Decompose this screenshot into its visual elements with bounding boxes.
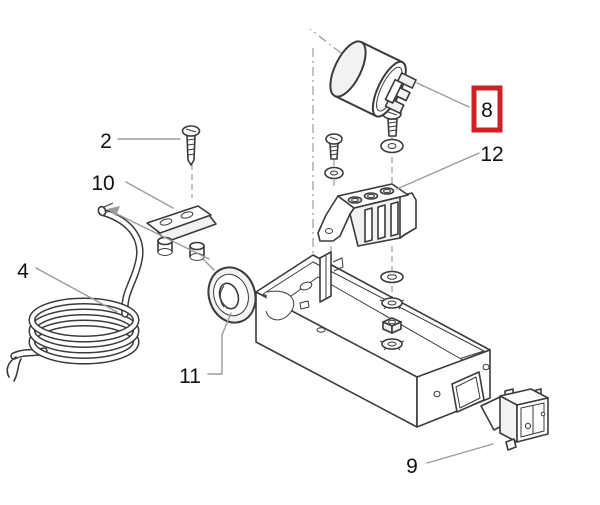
leader-lines — [35, 82, 494, 464]
fastener-stack — [379, 270, 405, 351]
callout-9[interactable]: 9 — [406, 455, 418, 478]
callout-8-highlighted[interactable]: 8 — [471, 85, 503, 133]
callout-10[interactable]: 10 — [91, 172, 114, 195]
callout-8[interactable]: 8 — [481, 99, 493, 122]
flat-washer — [380, 270, 404, 284]
callout-11[interactable]: 11 — [179, 365, 201, 388]
lock-washer — [379, 297, 405, 310]
highlight-box — [471, 85, 503, 133]
callout-12[interactable]: 12 — [480, 143, 503, 166]
screw — [181, 125, 201, 166]
callout-4[interactable]: 4 — [17, 260, 29, 283]
cable-end-arrow — [107, 206, 120, 216]
rocker-switch — [480, 388, 549, 451]
washer-left — [324, 166, 344, 180]
capacitor-terminals — [384, 72, 417, 115]
grommet — [207, 266, 257, 324]
switch-cutout — [451, 371, 485, 413]
chassis-box — [255, 251, 491, 428]
bracket-screw-left — [325, 133, 343, 160]
capacitor — [329, 40, 417, 118]
power-cable — [6, 202, 144, 382]
lock-washer — [379, 338, 405, 351]
mounting-bracket — [317, 108, 417, 247]
callout-labels: 2 10 4 11 12 9 8 — [17, 85, 504, 478]
washer-right — [380, 138, 404, 154]
square-nut — [382, 317, 402, 334]
callout-2[interactable]: 2 — [100, 130, 112, 153]
